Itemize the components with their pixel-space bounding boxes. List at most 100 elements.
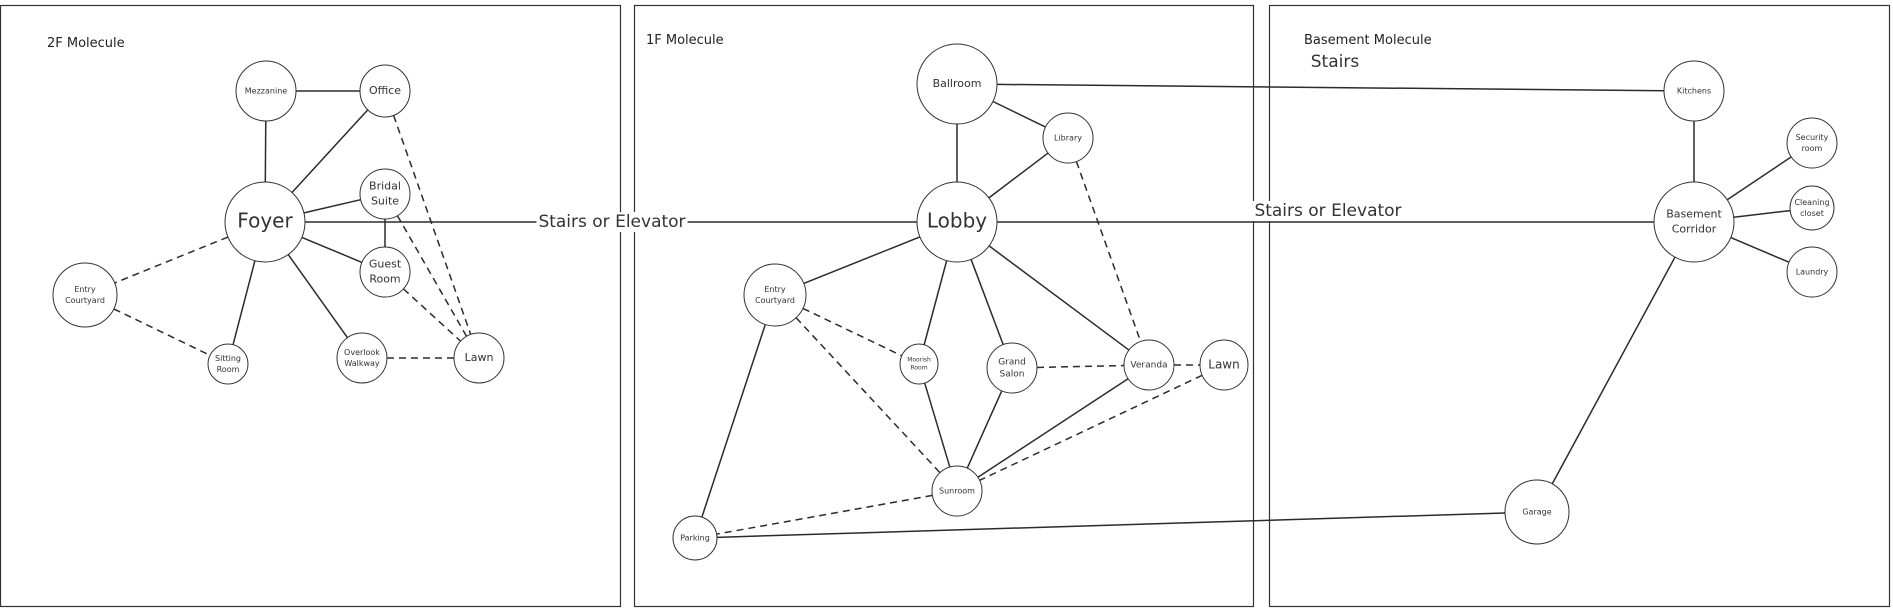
node-label-1f-lawn: Lawn xyxy=(1208,358,1239,372)
node-circle-b-laundry[interactable] xyxy=(1786,246,1838,298)
node-label-b-security-room: room xyxy=(1802,144,1823,153)
node-label-b-cleaning-closet: Cleaning xyxy=(1794,198,1829,207)
node-circle-b-garage[interactable] xyxy=(1504,479,1570,545)
node-2f-mezzanine[interactable]: Mezzanine xyxy=(235,60,297,122)
edge-b-basement-corridor-to-b-cleaning-closet xyxy=(1733,209,1791,219)
connector-label-bg-foyer-lobby xyxy=(536,212,688,232)
node-label-b-cleaning-closet: closet xyxy=(1800,209,1824,218)
node-1f-library[interactable]: Library xyxy=(1042,112,1094,164)
node-circle-2f-overlook-walkway[interactable] xyxy=(336,332,388,384)
edge-1f-lobby-to-1f-moorish-room xyxy=(923,260,948,345)
node-2f-foyer[interactable]: Foyer xyxy=(224,181,306,263)
node-2f-lawn[interactable]: Lawn xyxy=(453,332,505,384)
node-circle-1f-parking[interactable] xyxy=(672,515,718,561)
edge-1f-ballroom-to-1f-library xyxy=(992,100,1046,128)
connector-lobby-basement-corridor: Stairs or Elevator xyxy=(997,201,1654,223)
node-1f-sunroom[interactable]: Sunroom xyxy=(931,465,983,517)
edge-2f-foyer-to-2f-office xyxy=(291,109,369,194)
node-label-b-basement-corridor: Basement xyxy=(1666,208,1722,221)
node-label-2f-office: Office xyxy=(369,84,401,97)
node-1f-veranda[interactable]: Veranda xyxy=(1123,339,1175,391)
edge-2f-guest-room-to-2f-lawn xyxy=(402,288,462,342)
node-label-2f-bridal-suite: Bridal xyxy=(369,180,401,193)
node-circle-2f-entry-courtyard[interactable] xyxy=(52,262,118,328)
node-b-kitchens[interactable]: Kitchens xyxy=(1663,60,1725,122)
node-label-2f-sitting-room: Room xyxy=(217,365,240,374)
node-circle-1f-entry-courtyard[interactable] xyxy=(743,263,807,327)
node-label-1f-lobby: Lobby xyxy=(927,209,987,233)
node-label-1f-sunroom: Sunroom xyxy=(939,487,975,496)
connector-label-bg-lobby-basement-corridor xyxy=(1252,201,1404,221)
edge-1f-library-to-1f-lobby xyxy=(988,152,1049,199)
node-circle-1f-ballroom[interactable] xyxy=(916,43,998,125)
edge-2f-foyer-to-2f-sitting-room xyxy=(232,260,256,345)
node-circle-2f-foyer[interactable] xyxy=(224,181,306,263)
edge-2f-foyer-to-2f-entry-courtyard xyxy=(114,236,229,284)
node-label-1f-grand-salon: Grand xyxy=(998,357,1026,367)
node-circle-2f-bridal-suite[interactable] xyxy=(359,168,411,220)
node-1f-lobby[interactable]: Lobby xyxy=(916,181,998,263)
node-2f-office[interactable]: Office xyxy=(359,64,411,118)
connector-label-bg-ballroom-kitchens xyxy=(1308,52,1362,72)
node-1f-lawn[interactable]: Lawn xyxy=(1199,339,1249,391)
node-label-2f-overlook-walkway: Overlook xyxy=(344,348,380,357)
edge-2f-foyer-to-2f-guest-room xyxy=(301,236,363,264)
panel-basement-title: Basement Molecule xyxy=(1304,33,1432,48)
edge-1f-lobby-to-1f-veranda xyxy=(988,245,1130,351)
node-label-2f-bridal-suite: Suite xyxy=(371,194,399,207)
node-label-2f-guest-room: Guest xyxy=(369,258,402,271)
node-circle-1f-library[interactable] xyxy=(1042,112,1094,164)
node-circle-1f-sunroom[interactable] xyxy=(931,465,983,517)
connector-label-lobby-basement-corridor: Stairs or Elevator xyxy=(1254,201,1401,221)
node-circle-b-kitchens[interactable] xyxy=(1663,60,1725,122)
node-circle-2f-guest-room[interactable] xyxy=(359,246,411,298)
node-1f-ballroom[interactable]: Ballroom xyxy=(916,43,998,125)
node-b-garage[interactable]: Garage xyxy=(1504,479,1570,545)
connector-parking-garage xyxy=(716,512,1506,539)
edges-layer xyxy=(113,90,1792,535)
node-label-1f-entry-courtyard: Entry xyxy=(764,285,786,294)
edge-1f-lobby-to-1f-entry-courtyard xyxy=(803,236,921,285)
node-label-b-basement-corridor: Corridor xyxy=(1672,222,1717,235)
node-circle-1f-moorish-room[interactable] xyxy=(899,343,939,385)
node-b-laundry[interactable]: Laundry xyxy=(1786,246,1838,298)
node-label-1f-veranda: Veranda xyxy=(1130,361,1167,371)
node-circle-1f-veranda[interactable] xyxy=(1123,339,1175,391)
node-label-b-garage: Garage xyxy=(1522,508,1551,517)
node-circle-b-cleaning-closet[interactable] xyxy=(1789,185,1835,231)
node-b-cleaning-closet[interactable]: Cleaning closet xyxy=(1789,185,1835,231)
node-circle-1f-grand-salon[interactable] xyxy=(986,342,1038,394)
panel-2f-title: 2F Molecule xyxy=(47,36,125,51)
node-circle-2f-lawn[interactable] xyxy=(453,332,505,384)
edge-2f-foyer-to-2f-bridal-suite xyxy=(303,198,361,214)
node-circle-2f-sitting-room[interactable] xyxy=(207,343,249,385)
node-label-2f-entry-courtyard: Entry xyxy=(74,285,96,294)
node-label-1f-grand-salon: Salon xyxy=(1000,370,1025,380)
node-circle-b-basement-corridor[interactable] xyxy=(1653,181,1735,263)
node-1f-parking[interactable]: Parking xyxy=(672,515,718,561)
node-circle-1f-lobby[interactable] xyxy=(916,181,998,263)
node-circle-b-security-room[interactable] xyxy=(1786,117,1838,169)
panel-1f-title: 1F Molecule xyxy=(646,33,724,48)
node-circle-2f-office[interactable] xyxy=(359,64,411,118)
edge-2f-office-to-2f-lawn xyxy=(392,115,472,335)
edge-1f-grand-salon-to-1f-veranda xyxy=(1036,364,1125,369)
edge-1f-veranda-to-1f-sunroom xyxy=(977,378,1129,478)
connector-line-ballroom-kitchens xyxy=(996,83,1665,92)
node-circle-2f-mezzanine[interactable] xyxy=(235,60,297,122)
node-label-2f-guest-room: Room xyxy=(369,272,400,285)
node-circle-1f-lawn[interactable] xyxy=(1199,339,1249,391)
connector-label-ballroom-kitchens: Stairs xyxy=(1311,52,1360,72)
